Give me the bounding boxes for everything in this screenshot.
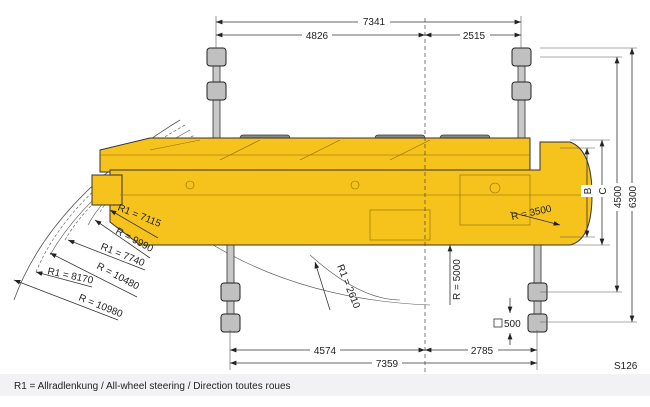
dim-c: C: [598, 187, 609, 194]
crane-body: [91, 134, 593, 246]
dim-6300: 6300: [628, 185, 639, 208]
dim-2785: 2785: [471, 346, 494, 357]
dim-7341: 7341: [363, 17, 386, 28]
footnote: R1 = Allradlenkung / All-wheel steering …: [14, 381, 291, 392]
footnote-band: [0, 374, 650, 396]
radius-r1-8170: R1 = 8170: [46, 266, 94, 287]
pad-size: 500: [504, 319, 521, 330]
right-dimensions: B C 4500 6300 500: [493, 47, 639, 345]
radius-r1-2610: R1 = 2610: [334, 263, 362, 311]
figure-code: S126: [614, 361, 638, 372]
dim-4574: 4574: [314, 346, 337, 357]
radius-r-5000: R = 5000: [452, 259, 463, 300]
dim-4826: 4826: [306, 31, 329, 42]
dim-b: B: [583, 187, 594, 194]
dim-2515: 2515: [463, 31, 486, 42]
radius-r-10980: R = 10980: [77, 293, 125, 321]
top-dimensions: 7341 4826 2515: [215, 15, 522, 48]
dim-4500: 4500: [613, 185, 624, 208]
outriggers: [206, 47, 548, 333]
bottom-dimensions: 4574 2785 7359: [229, 330, 538, 370]
dim-7359: 7359: [376, 359, 399, 370]
